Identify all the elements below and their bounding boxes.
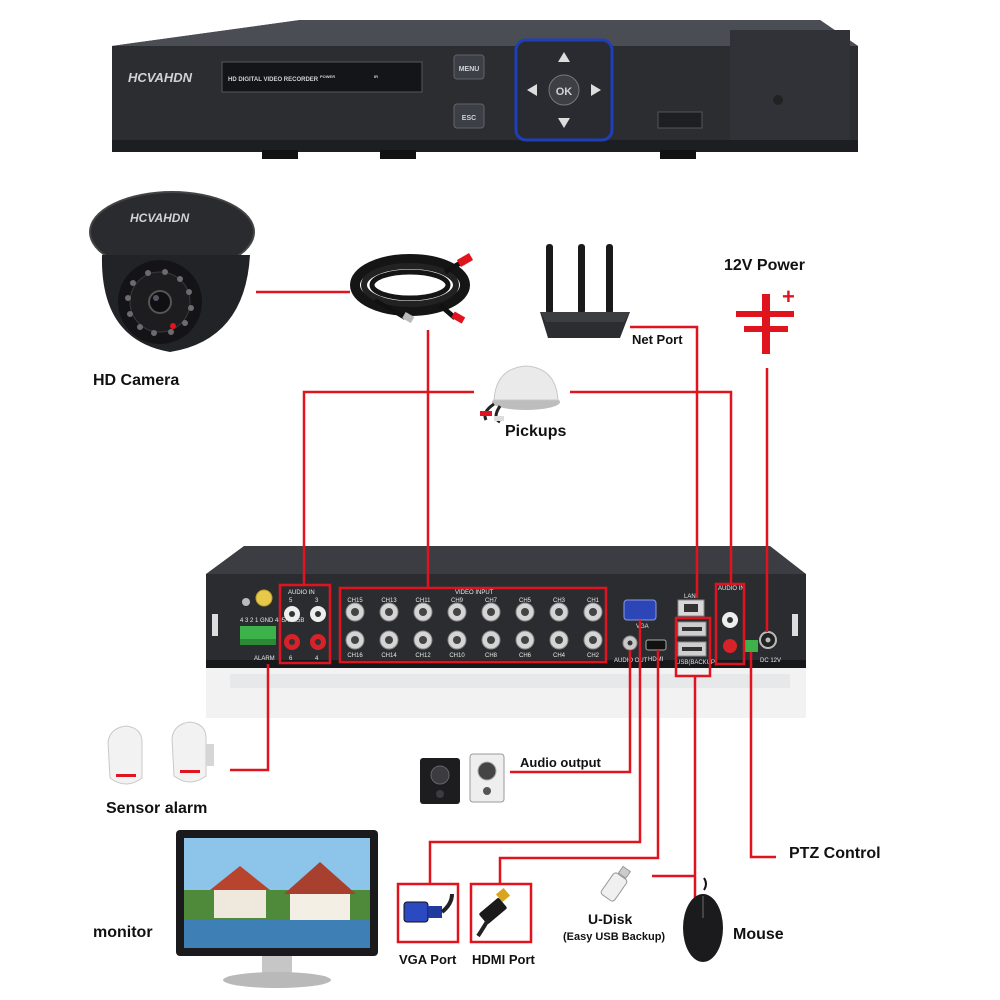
- bnc-label-ch5: CH5: [519, 598, 532, 604]
- video-input-highlight-box: [338, 586, 608, 664]
- bnc-pin: [555, 636, 563, 644]
- alarm-pin-labels: 4 3 2 1 GND 485A 485B: [240, 618, 304, 624]
- bnc-label-ch14: CH14: [381, 653, 397, 659]
- audio-in-3: 3: [315, 598, 319, 604]
- pickups-label: Pickups: [505, 423, 567, 440]
- power-12v-label: 12V Power: [724, 257, 805, 274]
- net-port-label: Net Port: [632, 332, 683, 347]
- dvr-front-brand: HCVAHDN: [128, 70, 193, 85]
- video-input-label: VIDEO INPUT: [455, 590, 494, 596]
- hdmi-port-label: HDMI Port: [472, 952, 535, 967]
- monitor-label: monitor: [93, 924, 153, 941]
- bnc-pin: [521, 608, 529, 616]
- audio-in-4: 4: [315, 656, 319, 662]
- pickup-microphone: [480, 365, 560, 424]
- bnc-label-ch4: CH4: [553, 653, 566, 659]
- vga-cable-icon: [403, 893, 454, 923]
- dvr-esc-button[interactable]: [453, 103, 485, 129]
- hdmi-cable-icon: [476, 887, 511, 938]
- u-disk-sub-label: (Easy USB Backup): [563, 931, 666, 943]
- dvr-ok-button[interactable]: [548, 74, 580, 106]
- bnc-pin: [555, 608, 563, 616]
- nav-left-arrow-icon[interactable]: [527, 84, 537, 96]
- hd-camera: HCVAHDN: [89, 191, 255, 352]
- bnc-pin: [487, 608, 495, 616]
- sensor-alarm-devices: [107, 721, 214, 785]
- nav-right-arrow-icon[interactable]: [591, 84, 601, 96]
- dvr-ok-label: OK: [556, 86, 573, 98]
- dvr-ir-label: IR: [374, 74, 378, 79]
- bnc-pin: [351, 608, 359, 616]
- audio-in-label-left: AUDIO IN: [288, 590, 315, 596]
- connection-wires: [230, 290, 776, 944]
- dvr-esc-label: ESC: [462, 115, 476, 122]
- vga-port-label: VGA Port: [399, 952, 457, 967]
- bnc-label-ch1: CH1: [587, 598, 600, 604]
- hd-camera-label: HD Camera: [93, 372, 180, 389]
- bnc-label-ch2: CH2: [587, 653, 600, 659]
- sensor-alarm-label: Sensor alarm: [106, 800, 208, 817]
- mouse-label: Mouse: [733, 926, 784, 943]
- bnc-pin: [487, 636, 495, 644]
- bnc-pin: [385, 608, 393, 616]
- rear-vga-port[interactable]: [623, 599, 657, 621]
- bnc-label-ch11: CH11: [416, 598, 432, 604]
- rear-dc12v-label: DC 12V: [760, 658, 781, 664]
- ptz-control-label: PTZ Control: [789, 845, 881, 862]
- bnc-pin: [385, 636, 393, 644]
- bnc-pin: [589, 636, 597, 644]
- mouse-icon: [683, 877, 723, 962]
- bnc-label-ch10: CH10: [449, 653, 465, 659]
- power-plus-sign: +: [782, 284, 795, 309]
- bnc-pin: [453, 636, 461, 644]
- bnc-label-ch9: CH9: [451, 598, 464, 604]
- bnc-label-ch3: CH3: [553, 598, 566, 604]
- audio-in-label-right: AUDIO IN: [718, 586, 745, 592]
- bnc-label-ch6: CH6: [519, 653, 532, 659]
- bnc-pin: [589, 608, 597, 616]
- bnc-label-ch8: CH8: [485, 653, 498, 659]
- audio-speakers: [420, 753, 505, 804]
- bnc-pin: [453, 608, 461, 616]
- dvr-front-unit: HCVAHDN HD DIGITAL VIDEO RECORDER POWER …: [112, 20, 858, 159]
- dvr-menu-label: MENU: [459, 66, 480, 73]
- u-disk-label: U-Disk: [588, 911, 633, 927]
- nav-down-arrow-icon[interactable]: [558, 118, 570, 128]
- bnc-label-ch15: CH15: [347, 598, 363, 604]
- rear-usb-label: USB(BACKUP): [676, 660, 717, 666]
- bnc-label-ch12: CH12: [415, 653, 431, 659]
- monitor-display: [176, 830, 378, 988]
- usb-highlight-box: [674, 616, 712, 678]
- alarm-label: ALARM: [254, 656, 275, 662]
- bnc-label-ch16: CH16: [347, 653, 363, 659]
- dvr-power-led-label: POWER: [320, 74, 335, 79]
- audio-in-jacks[interactable]: [284, 606, 326, 650]
- audio-in-5: 5: [289, 598, 293, 604]
- audio-output-label: Audio output: [520, 755, 601, 770]
- camera-brand: HCVAHDN: [130, 211, 189, 225]
- rear-hdmi-port[interactable]: [645, 639, 667, 651]
- nav-up-arrow-icon[interactable]: [558, 52, 570, 62]
- audio-in-6: 6: [289, 656, 293, 662]
- dvr-model-text: HD DIGITAL VIDEO RECORDER: [228, 77, 319, 83]
- rear-vga-label: VGA: [636, 624, 649, 630]
- rear-lan-label: LAN: [684, 594, 696, 600]
- coax-cable-coil: [350, 253, 474, 324]
- bnc-label-ch13: CH13: [381, 598, 397, 604]
- rear-hdmi-label: HDMI: [648, 657, 664, 663]
- bnc-pin: [351, 636, 359, 644]
- bnc-label-ch7: CH7: [485, 598, 498, 604]
- bnc-pin: [419, 636, 427, 644]
- bnc-pin: [521, 636, 529, 644]
- network-router: [540, 244, 630, 338]
- power-symbol: [736, 294, 794, 354]
- u-disk-icon: [600, 865, 632, 902]
- rear-ptz-terminal[interactable]: [744, 640, 758, 652]
- bnc-pin: [419, 608, 427, 616]
- dvr-menu-button[interactable]: [453, 54, 485, 80]
